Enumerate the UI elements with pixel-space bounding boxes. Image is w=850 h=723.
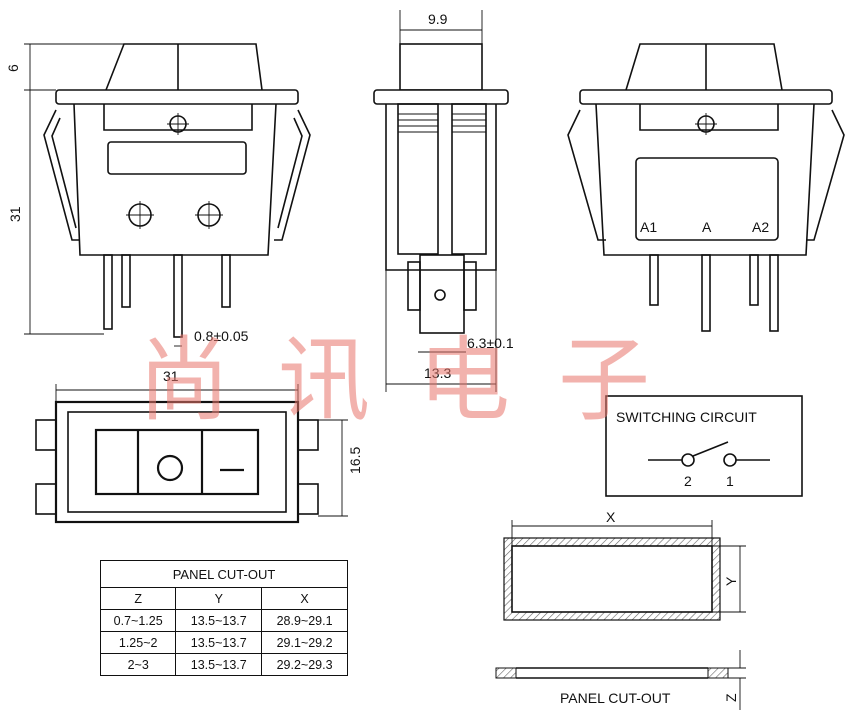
table-header-x: X: [261, 587, 348, 610]
panel-cutout-diagram: [495, 520, 746, 710]
dim-body-height: 31: [7, 206, 23, 222]
cutout-caption: PANEL CUT-OUT: [560, 690, 671, 706]
terminal-a2: A2: [752, 219, 769, 235]
dim-front-width: 31: [163, 368, 179, 384]
front-face: [35, 384, 348, 524]
table-title: PANEL CUT-OUT: [100, 560, 348, 588]
table-cell: 13.5~13.7: [175, 631, 263, 654]
table-cell: 13.5~13.7: [175, 653, 263, 676]
table-row: 0.7~1.25 13.5~13.7 28.9~29.1: [99, 609, 348, 632]
switching-circuit-title: SWITCHING CIRCUIT: [616, 409, 757, 425]
terminal-a1: A1: [640, 219, 657, 235]
table-cell: 2~3: [99, 653, 177, 676]
cutout-z-label: Z: [723, 693, 739, 702]
front-view: [24, 43, 311, 347]
dim-side-depth: 13.3: [424, 365, 451, 381]
table-cell: 0.7~1.25: [99, 609, 177, 632]
table-header-z: Z: [99, 587, 177, 610]
table-row: 2~3 13.5~13.7 29.2~29.3: [99, 653, 348, 676]
table-cell: 29.2~29.3: [261, 653, 348, 676]
table-cell: 1.25~2: [99, 631, 177, 654]
table-header-y: Y: [175, 587, 263, 610]
cutout-x-label: X: [606, 509, 616, 525]
circuit-label-2: 2: [684, 473, 692, 489]
dim-pin-width: 0.8±0.05: [194, 328, 249, 344]
dim-front-height: 16.5: [347, 447, 363, 474]
table-cell: 29.1~29.2: [261, 631, 348, 654]
switching-circuit-box: [605, 395, 803, 497]
table-cell: 28.9~29.1: [261, 609, 348, 632]
dim-tab-width: 6.3±0.1: [467, 335, 514, 351]
side-view: [373, 10, 509, 392]
switch-symbol: [648, 441, 770, 467]
table-cell: 13.5~13.7: [175, 609, 263, 632]
rear-view: [567, 43, 845, 332]
panel-cutout-table: PANEL CUT-OUT Z Y X 0.7~1.25 13.5~13.7 2…: [99, 560, 348, 676]
table-row: 1.25~2 13.5~13.7 29.1~29.2: [99, 631, 348, 654]
circuit-label-1: 1: [726, 473, 734, 489]
terminal-a: A: [702, 219, 712, 235]
watermark: 尚讯电子: [138, 327, 698, 434]
dim-side-width: 9.9: [428, 11, 448, 27]
cutout-y-label: Y: [723, 576, 739, 586]
dim-top-height: 6: [5, 64, 21, 72]
off-symbol: [156, 454, 184, 482]
